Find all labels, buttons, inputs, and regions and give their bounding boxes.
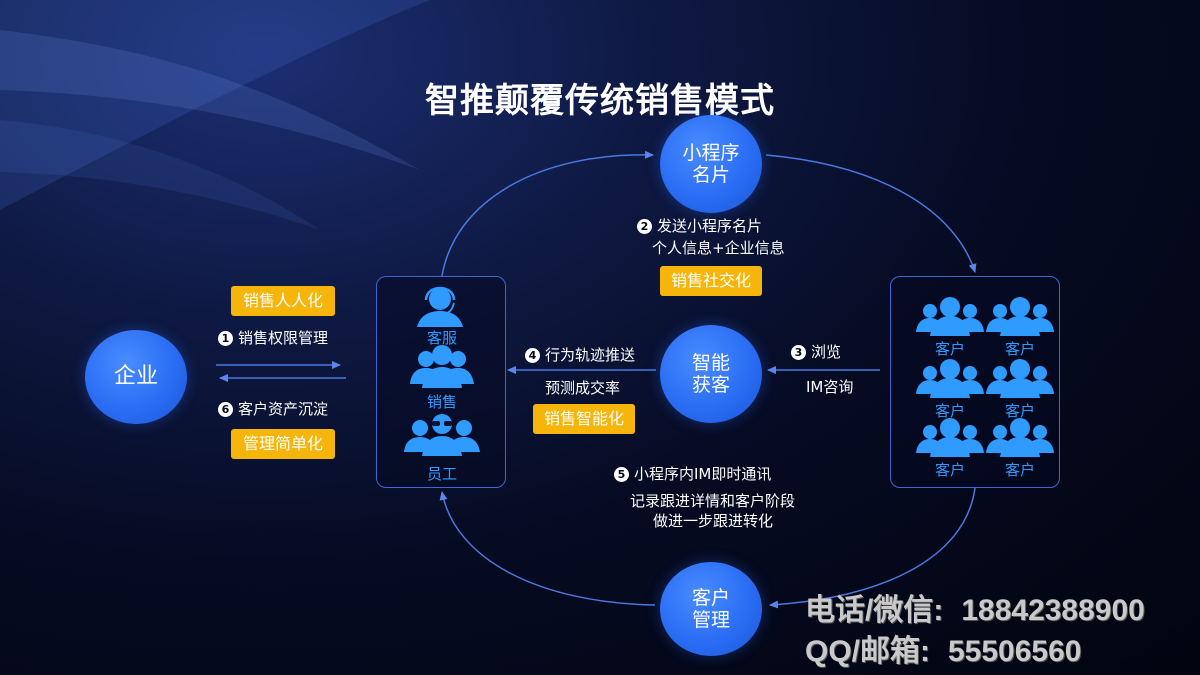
headset-person-icon xyxy=(417,288,463,327)
node-enterprise-label: 企业 xyxy=(113,364,158,389)
node-ai-label-1: 智能 xyxy=(691,352,730,374)
arc-card-to-clients xyxy=(765,154,977,273)
step-1-text: 销售权限管理 xyxy=(238,329,329,347)
node-customer-management: 客户 管理 xyxy=(660,562,762,656)
arc-clients-to-manage xyxy=(769,487,976,609)
badge-sales-smart: 销售智能化 xyxy=(533,404,635,434)
step-3-text: 浏览 xyxy=(811,343,842,361)
step-1: 1 销售权限管理 xyxy=(218,328,328,348)
step-2: 2 发送小程序名片 xyxy=(637,216,762,236)
client-label: 客户 xyxy=(934,461,965,479)
step-2-sub: 个人信息+企业信息 xyxy=(652,239,785,257)
arc-manage-to-staff xyxy=(439,491,656,606)
step-5-sub-2: 做进一步跟进转化 xyxy=(653,512,774,530)
node-card-label-1: 小程序 xyxy=(682,142,740,164)
step-2-text: 发送小程序名片 xyxy=(657,217,763,235)
step-3: 3 浏览 xyxy=(791,342,841,362)
client-label: 客户 xyxy=(1004,461,1035,479)
page-title: 智推颠覆传统销售模式 xyxy=(425,80,775,121)
client-label: 客户 xyxy=(934,402,965,420)
step-1-number: 1 xyxy=(218,331,233,346)
badge-management-simple: 管理简单化 xyxy=(231,429,335,459)
client-label: 客户 xyxy=(934,340,965,358)
client-person-icon xyxy=(986,418,1054,457)
step-3-sub: IM咨询 xyxy=(806,378,854,396)
client-person-icon xyxy=(986,359,1054,398)
step-5: 5 小程序内IM即时通讯 xyxy=(614,464,771,484)
employee-group-icon xyxy=(404,414,480,456)
client-person-icon xyxy=(986,297,1054,336)
node-ai-label-2: 获客 xyxy=(691,374,730,396)
headset-icon xyxy=(424,286,456,315)
contact-phone-label: 电话/微信: xyxy=(805,594,944,627)
node-manage-label-2: 管理 xyxy=(691,609,730,631)
sales-group-icon xyxy=(410,345,474,388)
step-5-number: 5 xyxy=(614,467,629,482)
arc-staff-to-card xyxy=(441,150,654,277)
step-5-sub-1: 记录跟进详情和客户阶段 xyxy=(630,492,796,510)
contact-phone-value: 18842388900 xyxy=(961,594,1145,627)
step-4-sub: 预测成交率 xyxy=(545,379,621,397)
badge-sales-personal: 销售人人化 xyxy=(231,286,335,316)
step-2-number: 2 xyxy=(637,219,652,234)
client-person-icon xyxy=(916,359,984,398)
node-enterprise: 企业 xyxy=(85,330,187,424)
node-manage-label-1: 客户 xyxy=(691,587,730,609)
node-card-label-2: 名片 xyxy=(691,164,730,186)
staff-employee-label: 员工 xyxy=(426,465,457,483)
client-person-icon xyxy=(916,418,984,457)
client-person-icon xyxy=(916,297,984,336)
step-5-text: 小程序内IM即时通讯 xyxy=(634,465,772,483)
contact-qq: QQ/邮箱: 55506560 xyxy=(805,626,1081,670)
client-label: 客户 xyxy=(1004,340,1035,358)
client-label: 客户 xyxy=(1004,402,1035,420)
step-3-number: 3 xyxy=(791,345,806,360)
node-mini-program-card: 小程序 名片 xyxy=(660,115,762,213)
contact-qq-value: 55506560 xyxy=(948,635,1082,668)
badge-sales-social: 销售社交化 xyxy=(660,266,762,296)
step-6-number: 6 xyxy=(218,402,233,417)
staff-service-label: 客服 xyxy=(426,329,457,347)
step-4-number: 4 xyxy=(525,348,540,363)
node-smart-acquisition: 智能 获客 xyxy=(660,325,762,423)
step-6: 6 客户资产沉淀 xyxy=(218,399,328,419)
step-6-text: 客户资产沉淀 xyxy=(238,400,329,418)
step-4-text: 行为轨迹推送 xyxy=(545,346,636,364)
contact-qq-label: QQ/邮箱: xyxy=(805,635,930,668)
step-4: 4 行为轨迹推送 xyxy=(525,345,635,365)
contact-phone: 电话/微信: 18842388900 xyxy=(805,585,1145,629)
staff-sales-label: 销售 xyxy=(426,393,457,411)
